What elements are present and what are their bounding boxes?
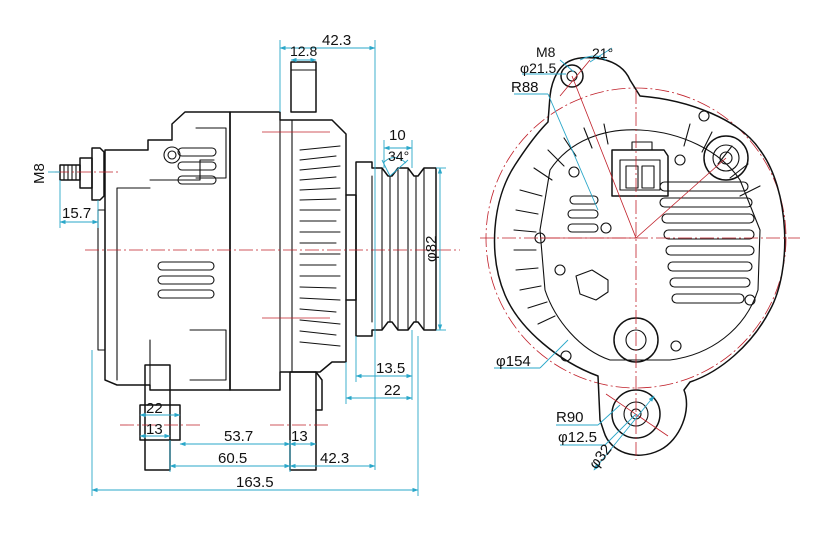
side-view: 42.3 12.8 M8 15.7 10 34° φ82 13.5 22 22 … bbox=[31, 32, 460, 496]
dim-shaft-width: 12.8 bbox=[290, 43, 317, 59]
dim-bottom-radius: R90 bbox=[556, 409, 584, 426]
connector-plug bbox=[611, 141, 669, 197]
dim-pulley-width: 10 bbox=[389, 127, 406, 144]
dim-top-width: 42.3 bbox=[322, 32, 351, 49]
dim-foot-to-mount: 60.5 bbox=[218, 450, 247, 467]
dim-bolt-thread: M8 bbox=[31, 163, 48, 184]
front-dimension-lines bbox=[494, 47, 655, 471]
front-housing bbox=[229, 111, 347, 391]
terminal-stud bbox=[59, 147, 105, 201]
dim-top-hole-dia: φ21.5 bbox=[520, 60, 557, 76]
dim-foot-span: 53.7 bbox=[224, 428, 253, 445]
cooling-vents bbox=[513, 123, 761, 325]
dim-foot-width: 22 bbox=[146, 400, 163, 417]
dim-top-radius: R88 bbox=[511, 79, 539, 96]
dim-body-diameter: φ154 bbox=[496, 353, 531, 370]
dim-pulley-hub: 22 bbox=[384, 382, 401, 399]
dim-foot-inner: 13 bbox=[146, 421, 163, 438]
rear-housing bbox=[97, 111, 231, 391]
dim-overall-length: 163.5 bbox=[236, 474, 274, 491]
side-dimension-lines bbox=[48, 40, 446, 496]
dim-top-thread: M8 bbox=[536, 44, 556, 60]
dim-bolt-offset: 15.7 bbox=[62, 205, 91, 222]
upper-mount-ear bbox=[290, 61, 317, 113]
rectifier-slots bbox=[567, 181, 755, 304]
front-view: M8 21° φ21.5 R88 φ154 R90 φ12.5 φ32 bbox=[480, 44, 800, 472]
dim-mount-to-pulley: 42.3 bbox=[320, 450, 349, 467]
dim-groove-angle: 34° bbox=[388, 148, 409, 164]
dim-pulley-offset: 13.5 bbox=[376, 360, 405, 377]
dim-pulley-diameter: φ82 bbox=[423, 236, 440, 262]
dim-mount-width: 13 bbox=[291, 428, 308, 445]
dim-bottom-hole-dia: φ12.5 bbox=[558, 429, 597, 446]
dim-top-angle: 21° bbox=[592, 45, 613, 61]
